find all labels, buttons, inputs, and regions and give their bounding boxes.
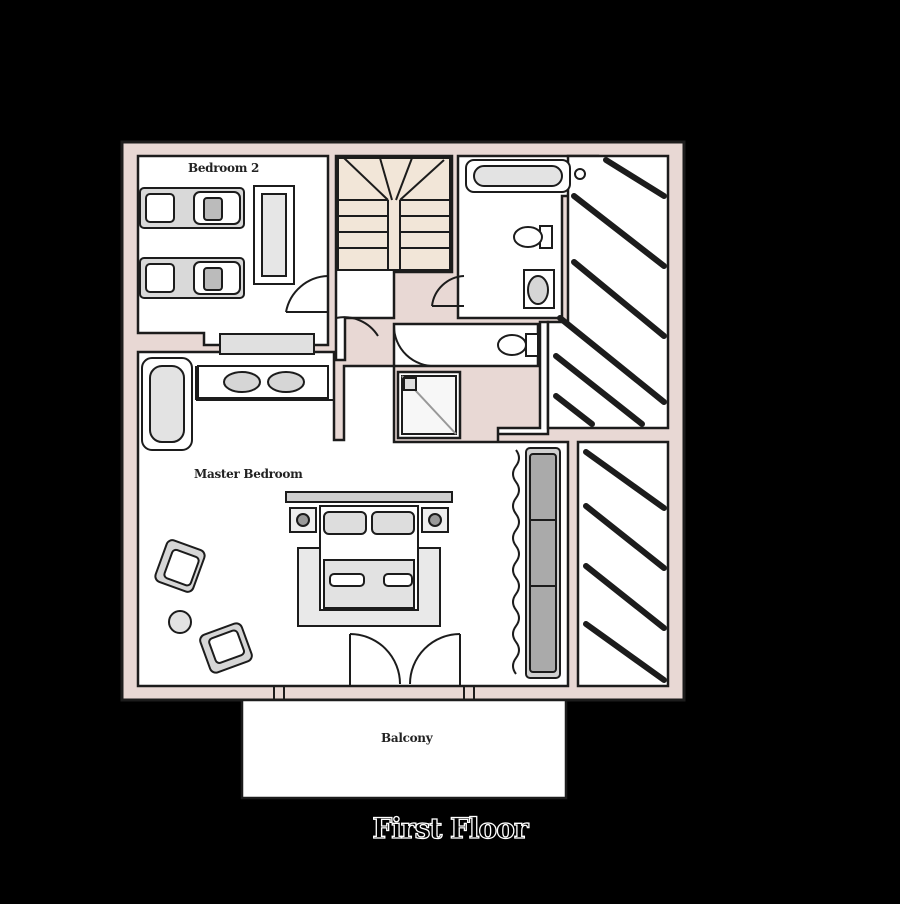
master-bedroom-floor bbox=[136, 320, 570, 688]
armchair-icon bbox=[154, 539, 206, 593]
master-bedroom-label: Master Bedroom bbox=[194, 467, 303, 481]
armchair-icon bbox=[199, 622, 253, 674]
bedroom2-label: Bedroom 2 bbox=[188, 161, 260, 175]
door-swing-icon bbox=[285, 275, 465, 686]
vanity-icon bbox=[197, 365, 329, 399]
walk-in-wardrobe bbox=[512, 447, 561, 679]
floor-title: First Floor bbox=[372, 811, 530, 845]
toilet-icon bbox=[513, 225, 553, 249]
south-windows bbox=[273, 686, 475, 700]
toilet-icon bbox=[497, 333, 539, 357]
bathroom-fixtures bbox=[401, 159, 586, 435]
balcony-floor bbox=[240, 698, 568, 800]
bedroom2-furniture bbox=[139, 185, 315, 355]
side-table-icon bbox=[168, 610, 192, 634]
shower-icon bbox=[401, 375, 457, 435]
nightstand-icon bbox=[289, 507, 317, 533]
staircase-icon bbox=[337, 157, 451, 271]
wc-corridor-floor bbox=[392, 322, 540, 368]
master-bed bbox=[285, 491, 453, 627]
bedroom2-floor bbox=[136, 154, 330, 347]
sink-icon bbox=[267, 371, 305, 393]
balcony-label: Balcony bbox=[381, 731, 433, 745]
headboard bbox=[285, 491, 453, 503]
storage-hatch bbox=[553, 157, 667, 683]
ensuite-fixtures bbox=[141, 357, 334, 451]
desk-icon bbox=[219, 333, 315, 355]
storage-south-floor bbox=[576, 440, 670, 688]
nightstand-icon bbox=[421, 507, 449, 533]
seating bbox=[154, 539, 253, 674]
sink-icon bbox=[223, 371, 261, 393]
